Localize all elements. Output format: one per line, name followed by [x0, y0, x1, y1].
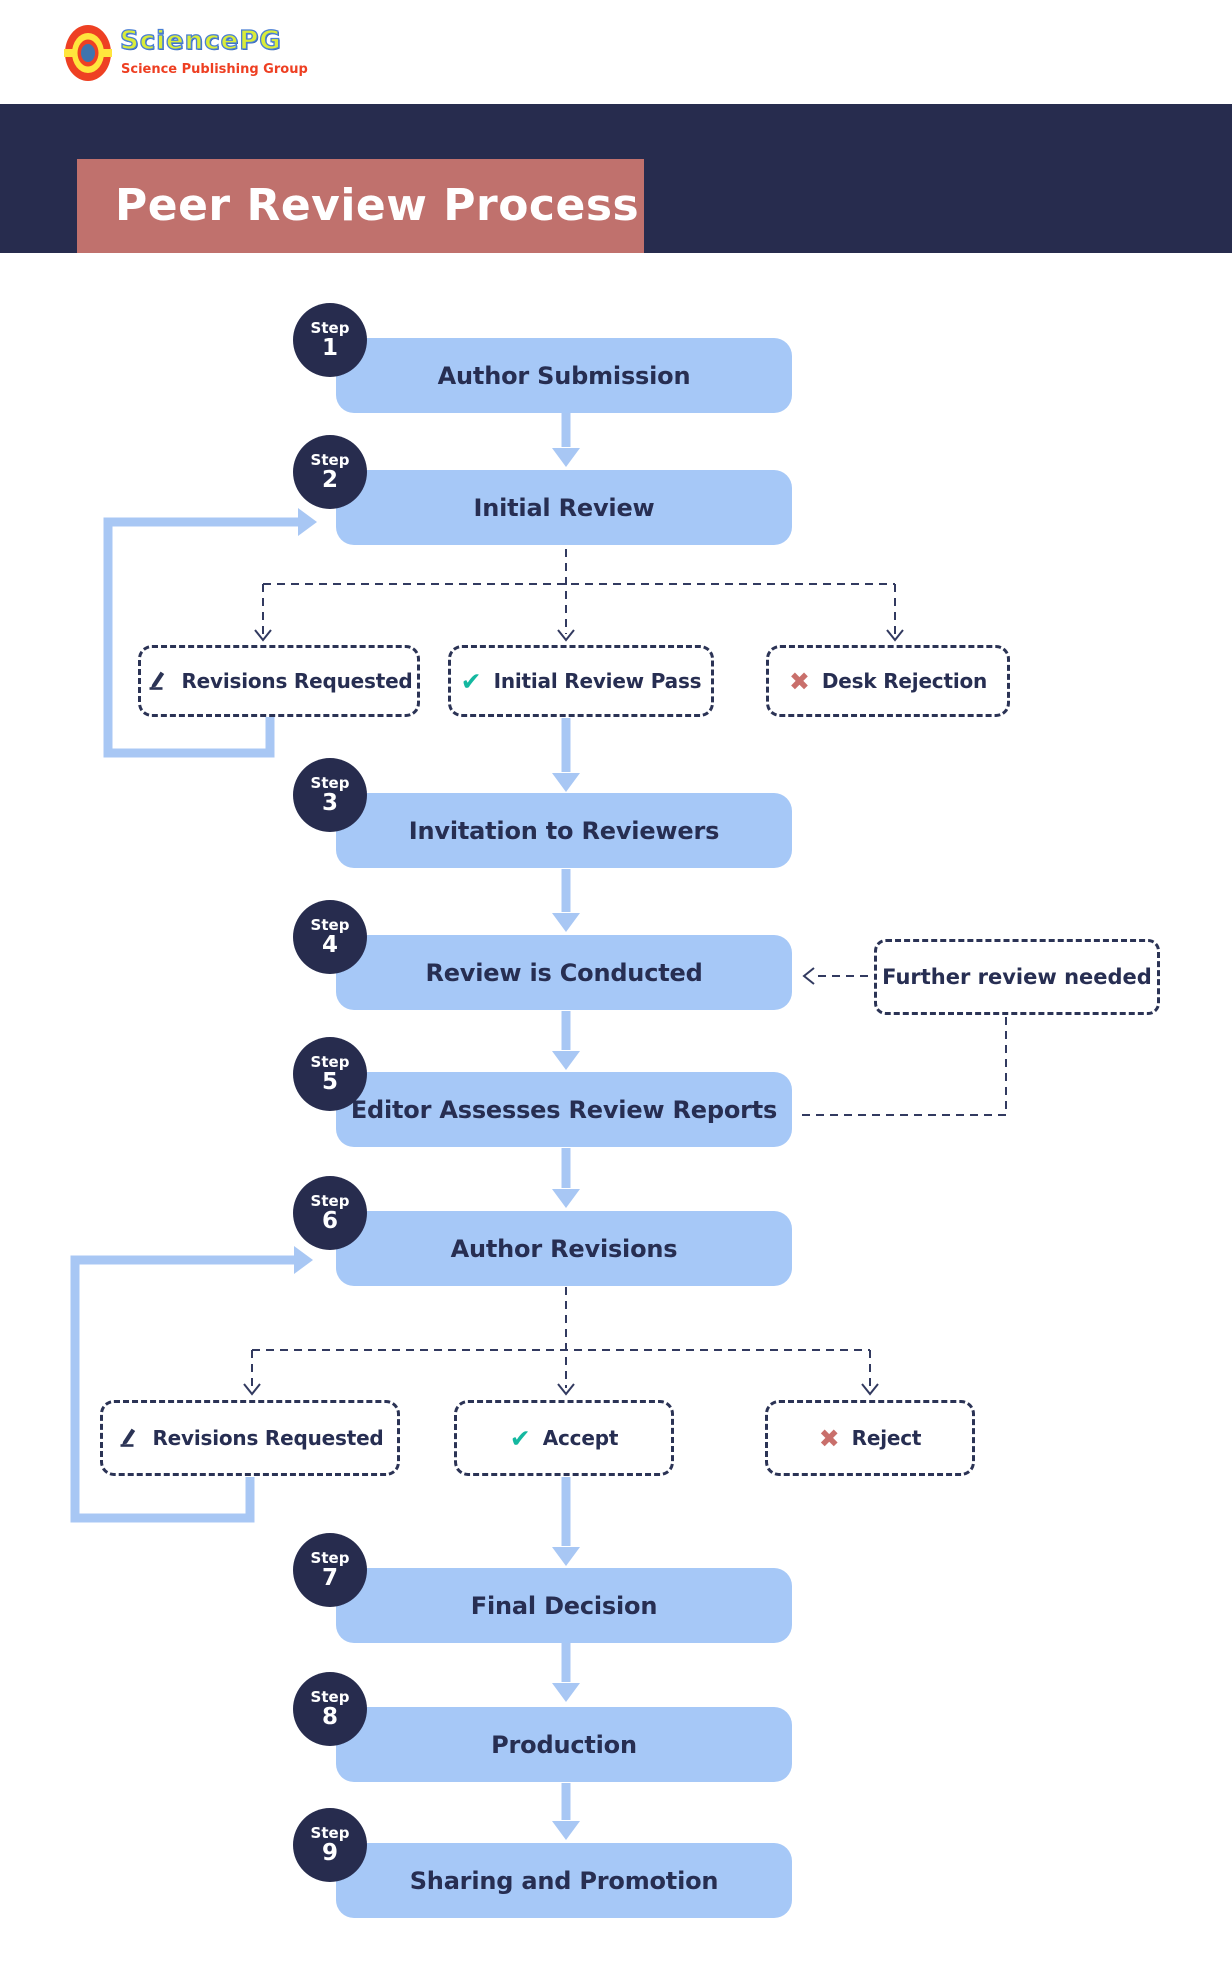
decision-label: Initial Review Pass — [493, 669, 702, 693]
step-box-author-submission: Author Submission — [336, 338, 792, 413]
check-icon: ✔ — [460, 666, 482, 696]
step-number: 4 — [321, 932, 338, 958]
sciencepg-logo-icon — [64, 25, 112, 81]
decision-label: Accept — [542, 1426, 619, 1450]
decision-label: Revisions Requested — [181, 669, 413, 693]
branch-author-revisions — [243, 1287, 879, 1396]
step-number: 9 — [321, 1840, 338, 1866]
decision-accept: ✔ Accept — [454, 1400, 674, 1476]
step-title: Final Decision — [470, 1591, 658, 1620]
step-title: Author Revisions — [450, 1234, 678, 1263]
edit-icon — [145, 667, 169, 695]
step-number: 1 — [321, 335, 338, 361]
step-box-review-is-conducted: Review is Conducted — [336, 935, 792, 1010]
title-box: Peer Review Process — [77, 159, 644, 253]
step-title: Sharing and Promotion — [409, 1866, 719, 1895]
brand-name: SciencePG — [119, 25, 282, 56]
step-title: Review is Conducted — [425, 958, 703, 987]
step-title: Author Submission — [437, 361, 691, 390]
decision-label: Revisions Requested — [152, 1426, 384, 1450]
step-box-production: Production — [336, 1707, 792, 1782]
decision-revisions-requested-1: Revisions Requested — [138, 645, 420, 717]
decision-desk-rejection: ✖ Desk Rejection — [766, 645, 1010, 717]
edit-icon — [116, 1424, 140, 1452]
cross-icon: ✖ — [818, 1423, 840, 1453]
step-word: Step — [310, 1549, 350, 1567]
branch-initial-review — [254, 549, 904, 642]
decision-reject: ✖ Reject — [765, 1400, 975, 1476]
loop-revisions-to-author-revisions — [70, 1246, 313, 1523]
note-further-review-needed: Further review needed — [874, 939, 1160, 1015]
step-word: Step — [310, 451, 350, 469]
step-number: 5 — [321, 1069, 338, 1095]
note-label: Further review needed — [882, 965, 1152, 989]
check-icon: ✔ — [509, 1423, 531, 1453]
step-title: Editor Assesses Review Reports — [350, 1095, 778, 1124]
page-title: Peer Review Process — [115, 180, 640, 231]
cross-icon: ✖ — [788, 666, 810, 696]
further-review-links — [800, 967, 1007, 1116]
step-word: Step — [310, 916, 350, 934]
step-title: Production — [491, 1730, 637, 1759]
step-box-invitation-to-reviewers: Invitation to Reviewers — [336, 793, 792, 868]
step-box-author-revisions: Author Revisions — [336, 1211, 792, 1286]
sciencepg-logo: SciencePG Science Publishing Group — [64, 22, 384, 86]
step-word: Step — [310, 1688, 350, 1706]
step-number: 2 — [321, 467, 338, 493]
step-word: Step — [310, 319, 350, 337]
brand-tagline: Science Publishing Group — [121, 62, 308, 77]
step-box-sharing-and-promotion: Sharing and Promotion — [336, 1843, 792, 1918]
loop-revisions-to-initial-review — [103, 508, 317, 758]
step-title: Initial Review — [473, 493, 655, 522]
step-number: 6 — [321, 1208, 338, 1234]
step-word: Step — [310, 1053, 350, 1071]
step-word: Step — [310, 1824, 350, 1842]
step-box-final-decision: Final Decision — [336, 1568, 792, 1643]
decision-initial-review-pass: ✔ Initial Review Pass — [448, 645, 714, 717]
step-number: 7 — [321, 1565, 338, 1591]
decision-label: Desk Rejection — [821, 669, 988, 693]
decision-label: Reject — [851, 1426, 922, 1450]
step-number: 3 — [321, 790, 338, 816]
decision-revisions-requested-2: Revisions Requested — [100, 1400, 400, 1476]
step-box-initial-review: Initial Review — [336, 470, 792, 545]
step-word: Step — [310, 774, 350, 792]
step-box-editor-assesses-review-reports: Editor Assesses Review Reports — [336, 1072, 792, 1147]
step-number: 8 — [321, 1704, 338, 1730]
step-title: Invitation to Reviewers — [408, 816, 720, 845]
step-word: Step — [310, 1192, 350, 1210]
flow-arrows — [552, 413, 580, 1840]
